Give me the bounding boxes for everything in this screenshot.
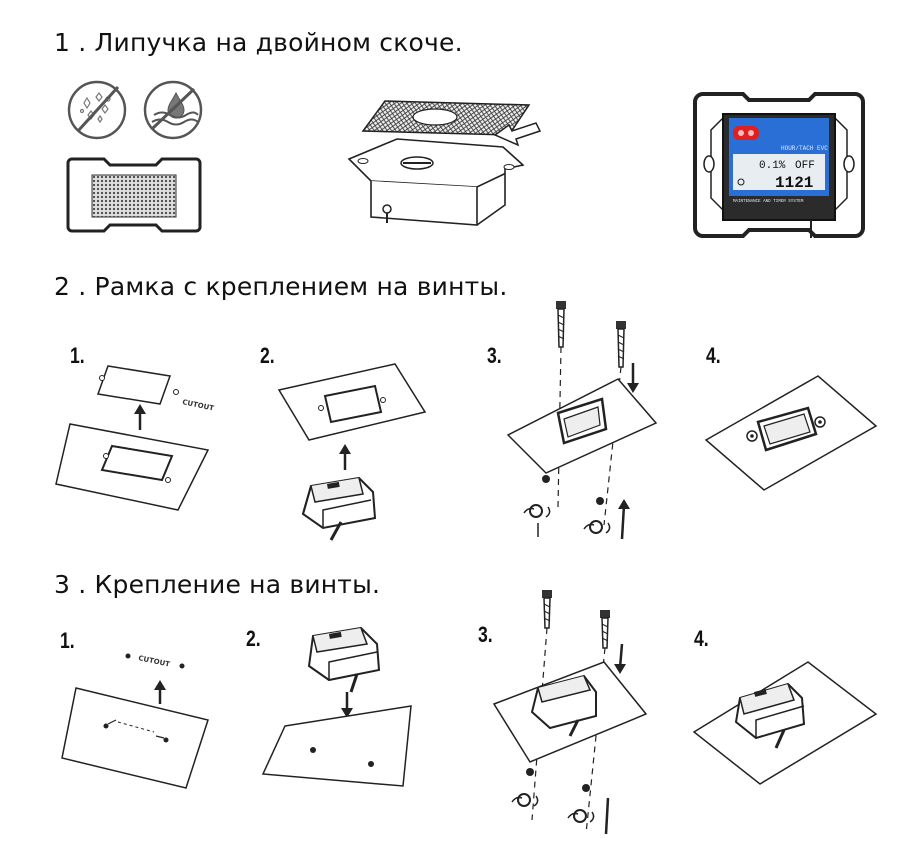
s2-step-1-label: 1.: [70, 343, 85, 368]
s3-cutout-label: CUTOUT: [138, 654, 171, 669]
s3-step-4-label: 4.: [694, 626, 709, 651]
no-dust-icon: [62, 75, 132, 145]
s2-step3-illustration: [500, 301, 660, 545]
device-line2-text: 1121: [775, 174, 813, 192]
section-1-heading: 1 . Липучка на двойном скоче.: [54, 28, 463, 57]
housing-with-mesh: [345, 95, 545, 235]
no-water-icon: [138, 75, 208, 145]
s3-step4-illustration: [690, 636, 880, 786]
device-brand-text: HOUR/TACH EVC: [781, 145, 828, 152]
device-line1b-text: OFF: [795, 160, 815, 172]
hour-meter-frame: HOUR/TACH EVC 0.1% OFF 1121 MAINTENANCE …: [683, 90, 875, 240]
s3-step-3-label: 3.: [478, 622, 493, 647]
s2-step1-illustration: CUTOUT: [50, 360, 215, 530]
s2-step4-illustration: [700, 360, 880, 500]
velcro-pad: [64, 155, 204, 239]
device-line1-text: 0.1%: [759, 160, 786, 172]
s3-step1-illustration: CUTOUT: [56, 653, 226, 790]
s3-step3-illustration: [486, 590, 656, 846]
section-3-heading: 3 . Крепление на винты.: [54, 570, 381, 599]
s2-step-3-label: 3.: [487, 343, 502, 368]
s2-step-2-label: 2.: [260, 343, 275, 368]
s2-step2-illustration: [275, 350, 445, 550]
section-2-heading: 2 . Рамка с креплением на винты.: [54, 272, 508, 301]
s2-step-4-label: 4.: [706, 343, 721, 368]
s3-step-1-label: 1.: [60, 628, 75, 653]
cutout-label: CUTOUT: [182, 398, 215, 413]
s3-step-2-label: 2.: [246, 626, 261, 651]
device-footer-text: MAINTENANCE AND TIMER SYSTEM: [733, 200, 804, 204]
s3-step2-illustration: [255, 622, 425, 792]
